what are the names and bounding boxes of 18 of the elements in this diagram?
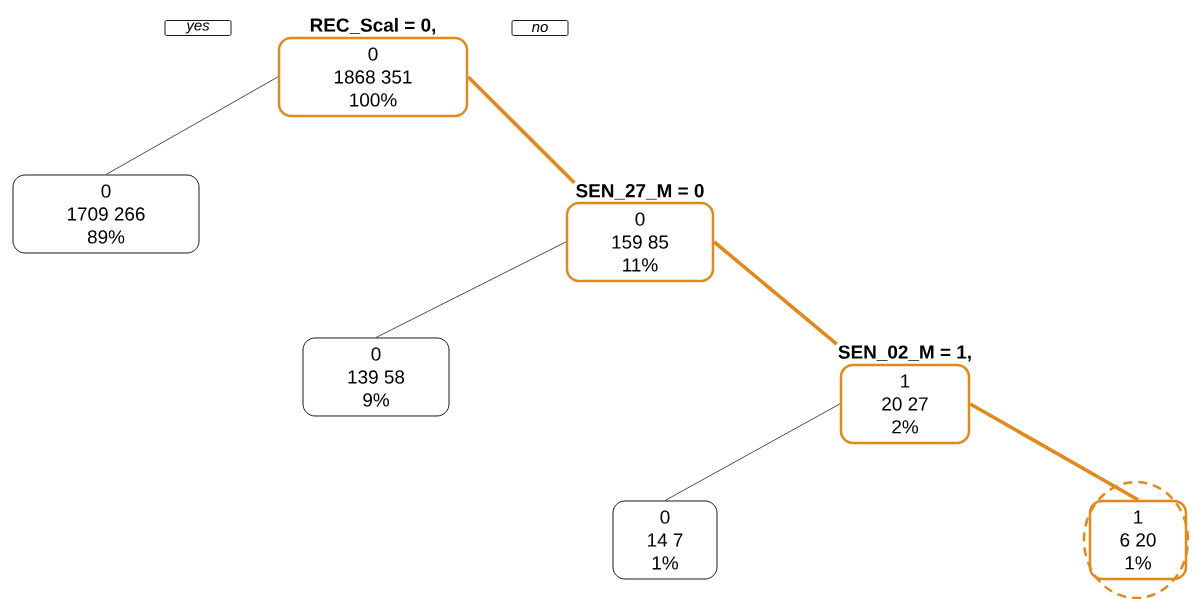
- tree-node-box: 1 20 27 2%: [839, 363, 971, 445]
- split-label: SEN_27_M = 0: [576, 184, 704, 200]
- tag-box: yes: [164, 20, 232, 36]
- tree-node-box: 1 6 20 1%: [1088, 499, 1188, 581]
- split-label: SEN_02_M = 1,: [838, 345, 971, 362]
- tree-edge: [105, 76, 279, 175]
- tree-node-box: 0 159 85 11%: [565, 201, 715, 283]
- tree-node-box: 0 14 7 1%: [612, 500, 718, 580]
- tree-edge: [467, 75, 576, 185]
- tree-node-box: 0 1709 266 89%: [12, 174, 200, 254]
- tag-box: no: [511, 20, 569, 36]
- split-label: REC_Scal = 0,: [310, 17, 436, 35]
- tree-edge: [664, 403, 841, 501]
- tree-edge: [969, 402, 1139, 502]
- tree-edge: [375, 241, 567, 338]
- tree-node-box: 0 1868 351 100%: [277, 36, 469, 118]
- tree-node-box: 0 139 58 9%: [302, 337, 450, 417]
- tree-edge: [713, 240, 838, 346]
